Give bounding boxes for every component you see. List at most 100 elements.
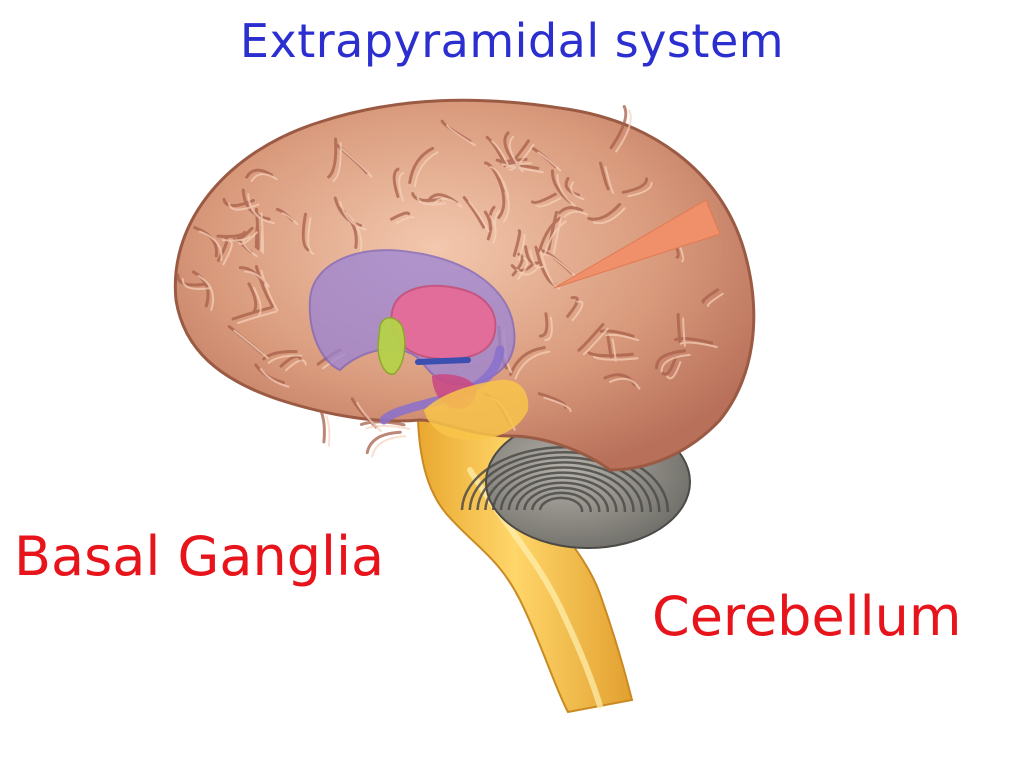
cerebellum-folium: [530, 491, 592, 513]
gyrus-highlight: [544, 316, 553, 342]
gyrus-highlight: [627, 181, 653, 198]
gyrus-highlight: [517, 257, 529, 280]
sulcus: [538, 312, 549, 338]
sulcus: [599, 329, 635, 338]
gyrus-highlight: [260, 230, 264, 252]
sulcus: [262, 350, 298, 361]
gyrus-highlight: [398, 172, 404, 202]
gyrus-highlight: [395, 216, 415, 225]
sulcus: [254, 226, 259, 249]
gyrus-highlight: [570, 181, 585, 201]
gyrus-highlight: [501, 163, 544, 174]
gyrus-highlight: [250, 173, 278, 183]
cerebellum-folium: [523, 486, 601, 513]
gyrus-highlight: [197, 275, 215, 311]
gyrus-highlight: [604, 166, 615, 194]
sulcus: [564, 176, 580, 197]
gyrus-highlight: [356, 401, 382, 432]
sulcus: [599, 161, 610, 191]
gyrus-highlight: [563, 210, 588, 218]
gyrus-highlight: [285, 359, 307, 372]
gyrus-highlight: [228, 202, 260, 211]
gyrus-highlight: [237, 310, 278, 324]
subthalamic-nucleus: [415, 357, 471, 365]
sulcus: [530, 192, 557, 204]
gyrus-highlight: [529, 249, 545, 269]
gyrus-highlight: [571, 300, 584, 322]
label-cerebellum: Cerebellum: [652, 585, 962, 648]
sulcus: [231, 306, 273, 321]
gyrus-highlight: [260, 269, 279, 312]
sulcus: [327, 137, 338, 179]
sulcus: [333, 196, 362, 228]
gyrus-highlight: [339, 147, 373, 178]
gyrus-highlight: [556, 173, 576, 207]
sulcus: [609, 105, 628, 150]
cerebellum-folium: [538, 496, 584, 513]
gyrus-highlight: [339, 201, 367, 231]
gyrus-highlight: [539, 250, 561, 290]
gyrus-highlight: [609, 377, 641, 390]
sulcus: [411, 192, 442, 202]
gyrus-highlight: [222, 235, 251, 242]
gyrus-highlight: [582, 327, 609, 356]
sulcus: [392, 167, 400, 198]
sulcus: [192, 270, 210, 308]
sulcus: [538, 216, 563, 252]
sulcus: [408, 146, 435, 184]
gyrus-highlight: [267, 354, 303, 364]
gyrus-highlight: [666, 361, 682, 380]
gyrus-highlight: [502, 181, 510, 223]
sulcus: [701, 288, 720, 304]
gyrus-highlight: [344, 211, 363, 253]
putamen: [390, 284, 497, 361]
gyrus-highlight: [536, 197, 562, 208]
gyrus-highlight: [222, 240, 233, 266]
sulcus: [483, 210, 492, 241]
sulcus: [655, 349, 687, 370]
gyrus-highlight: [413, 151, 439, 188]
gyrus-highlight: [325, 414, 331, 447]
gyrus-highlight: [514, 350, 551, 380]
sulcus: [558, 206, 584, 215]
cerebellum-folium: [484, 461, 644, 513]
sulcus: [674, 336, 714, 345]
sulcus: [660, 356, 677, 376]
sulcus: [254, 265, 274, 308]
gyrus-highlight: [252, 286, 262, 318]
diagram-title: Extrapyramidal system: [239, 14, 785, 68]
gyrus-highlight: [611, 338, 617, 362]
sulcus: [241, 188, 271, 221]
pointer-wedge: [553, 199, 721, 289]
sulcus: [390, 211, 411, 221]
sulcus: [497, 176, 506, 219]
sulcus: [510, 262, 534, 273]
sulcus: [495, 158, 540, 170]
sulcus: [547, 210, 558, 251]
gyrus-highlight: [432, 197, 463, 208]
sulcus: [485, 135, 506, 164]
gyrus-highlight: [505, 162, 532, 169]
sulcus: [238, 266, 266, 285]
sulcus: [462, 196, 486, 229]
cerebellum-folium: [499, 471, 627, 513]
sulcus: [365, 430, 402, 455]
sulcus: [509, 346, 546, 376]
sulcus: [216, 230, 247, 238]
sulcus: [587, 202, 622, 221]
gyrus-highlight: [247, 193, 275, 224]
sulcus: [319, 410, 326, 444]
gyrus-highlight: [416, 196, 447, 206]
cerebellum-folium: [468, 451, 661, 513]
gyrus-highlight: [592, 355, 639, 361]
gyrus-highlight: [543, 220, 567, 256]
gyrus-highlight: [516, 267, 539, 276]
gyrus-highlight: [233, 329, 269, 359]
gyrus-highlight: [491, 140, 510, 168]
gyrus-highlight: [615, 109, 632, 153]
gyrus-highlight: [592, 207, 626, 225]
gyrus-highlight: [242, 239, 258, 258]
gyrus-highlight: [518, 233, 526, 261]
gyrus-highlight: [332, 142, 342, 182]
